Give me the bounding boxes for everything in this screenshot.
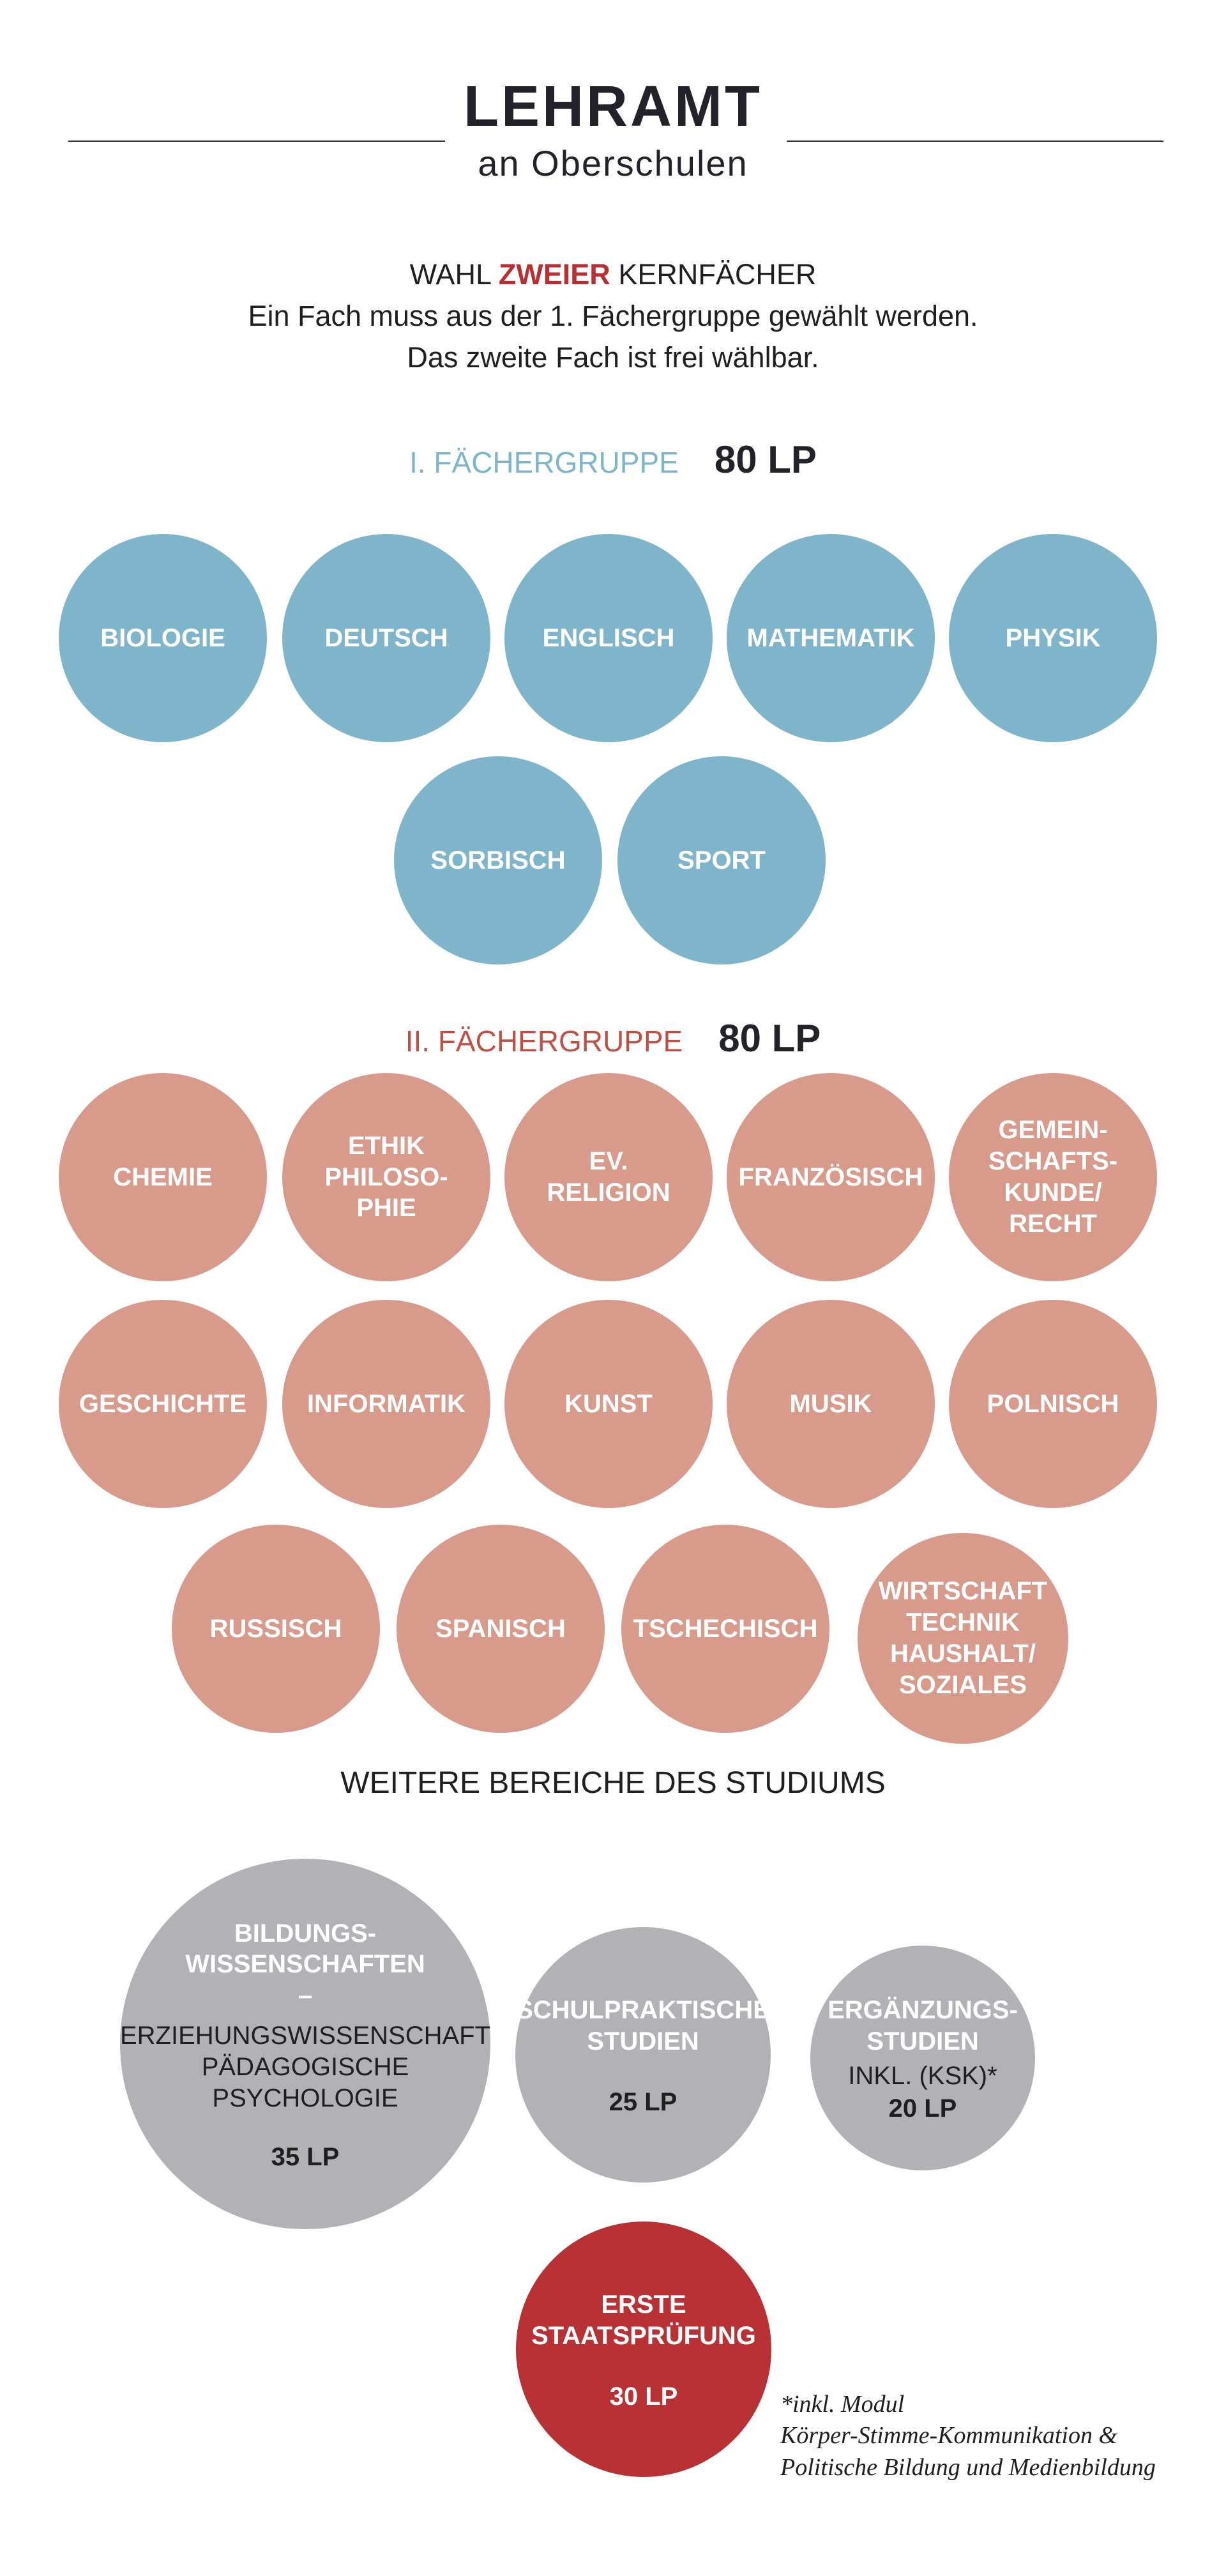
subject-gemeinschaftskunde-recht: GEMEIN- SCHAFTS- KUNDE/ RECHT — [949, 1073, 1157, 1281]
subject-tschechisch: TSCHECHISCH — [621, 1525, 829, 1733]
intro-line-1-pre: WAHL — [409, 258, 499, 291]
subject-ev-religion: EV. RELIGION — [504, 1073, 713, 1281]
subject-spanisch: SPANISCH — [397, 1525, 605, 1733]
subject-label: ETHIK PHILOSO- PHIE — [324, 1131, 448, 1223]
subject-sorbisch: SORBISCH — [394, 756, 602, 964]
area-schulpraxis-head: SCHULPRAKTISCHE STUDIEN — [516, 1996, 770, 2055]
subject-label: DEUTSCH — [324, 623, 448, 652]
group1-lp: 80 LP — [714, 438, 817, 481]
group1-label: I. FÄCHERGRUPPE — [409, 446, 679, 479]
area-staatspruefung-content: ERSTE STAATSPRÜFUNG 30 LP — [531, 2289, 756, 2409]
area-ergaenzungsstudien: ERGÄNZUNGS- STUDIEN INKL. (KSK)* 20 LP — [810, 1946, 1035, 2170]
subject-wirtschaft-technik-haushalt-soziales: WIRTSCHAFT TECHNIK HAUSHALT/ SOZIALES — [858, 1533, 1068, 1744]
area-ergaenzung-body: INKL. (KSK)* — [848, 2062, 997, 2091]
group2-lp: 80 LP — [718, 1017, 821, 1060]
subject-chemie: CHEMIE — [59, 1073, 267, 1281]
subject-biologie: BIOLOGIE — [59, 534, 267, 742]
subject-label: GEMEIN- SCHAFTS- KUNDE/ RECHT — [988, 1116, 1118, 1238]
area-staatspruefung-lp: 30 LP — [609, 2382, 678, 2411]
page-title: LEHRAMT — [464, 75, 762, 139]
subject-label: FRANZÖSISCH — [738, 1162, 923, 1191]
area-schulpraktische-studien: SCHULPRAKTISCHE STUDIEN 25 LP — [515, 1927, 771, 2183]
area-bildung-body: ERZIEHUNGSWISSENSCHAFT PÄDAGOGISCHE PSYC… — [119, 2022, 491, 2112]
subject-physik: PHYSIK — [949, 534, 1157, 742]
header-rule-left — [68, 141, 445, 142]
area-schulpraktische-content: SCHULPRAKTISCHE STUDIEN 25 LP — [516, 1995, 770, 2115]
subject-label: SORBISCH — [430, 846, 566, 874]
subject-label: MUSIK — [789, 1389, 872, 1418]
area-ergaenzung-head: ERGÄNZUNGS- STUDIEN — [828, 1995, 1018, 2055]
intro-line-1-post: KERNFÄCHER — [610, 258, 817, 291]
subject-kunst: KUNST — [504, 1300, 713, 1508]
subject-label: KUNST — [564, 1389, 653, 1418]
page-subtitle: an Oberschulen — [478, 143, 748, 183]
intro-line-3: Das zweite Fach ist frei wählbar. — [407, 341, 819, 374]
area-bildungswissenschaften-content: BILDUNGS- WISSENSCHAFTEN – ERZIEHUNGSWIS… — [120, 1918, 490, 2170]
group2-label: II. FÄCHERGRUPPE — [405, 1025, 683, 1058]
subject-label: RUSSISCH — [209, 1614, 342, 1643]
subject-label: ENGLISCH — [542, 623, 675, 652]
area-erste-staatspruefung: ERSTE STAATSPRÜFUNG 30 LP — [516, 2222, 771, 2477]
subject-label: SPORT — [677, 846, 766, 874]
subject-label: MATHEMATIK — [746, 623, 915, 652]
further-section-title: WEITERE BEREICHE DES STUDIUMS — [340, 1766, 886, 1800]
intro-highlight: ZWEIER — [498, 258, 610, 291]
subject-label: EV. RELIGION — [547, 1147, 670, 1207]
area-ergaenzung-content: ERGÄNZUNGS- STUDIEN INKL. (KSK)* 20 LP — [828, 1995, 1018, 2121]
subject-label: GESCHICHTE — [79, 1389, 247, 1418]
area-bildungswissenschaften: BILDUNGS- WISSENSCHAFTEN – ERZIEHUNGSWIS… — [120, 1859, 490, 2229]
group1-header: I. FÄCHERGRUPPE 80 LP — [0, 441, 1226, 479]
subject-label: TSCHECHISCH — [633, 1614, 818, 1643]
area-bildung-lp: 35 LP — [271, 2143, 340, 2172]
subject-label: BIOLOGIE — [100, 623, 225, 652]
subject-ethik-philosophie: ETHIK PHILOSO- PHIE — [282, 1073, 490, 1281]
subject-informatik: INFORMATIK — [282, 1300, 490, 1508]
area-bildung-head: BILDUNGS- WISSENSCHAFTEN – — [185, 1919, 425, 2010]
subject-label: CHEMIE — [113, 1162, 213, 1191]
subject-englisch: ENGLISCH — [504, 534, 713, 742]
area-staatspruefung-head: ERSTE STAATSPRÜFUNG — [531, 2290, 756, 2350]
area-schulpraxis-lp: 25 LP — [609, 2087, 677, 2116]
subject-label: WIRTSCHAFT TECHNIK HAUSHALT/ SOZIALES — [878, 1577, 1048, 1699]
footnote: *inkl. Modul Körper-Stimme-Kommunikation… — [780, 2391, 1156, 2481]
subject-label: SPANISCH — [435, 1614, 566, 1643]
subject-musik: MUSIK — [727, 1300, 935, 1508]
subject-label: PHYSIK — [1005, 623, 1101, 652]
subject-label: POLNISCH — [987, 1389, 1119, 1418]
header-rule-right — [787, 141, 1163, 142]
area-ergaenzung-lp: 20 LP — [888, 2094, 957, 2123]
group2-header: II. FÄCHERGRUPPE 80 LP — [0, 1019, 1226, 1058]
intro-line-1: WAHL ZWEIER KERNFÄCHER — [0, 260, 1226, 289]
subject-mathematik: MATHEMATIK — [727, 534, 935, 742]
intro-line-2: Ein Fach muss aus der 1. Fächergruppe ge… — [248, 300, 978, 332]
subject-geschichte: GESCHICHTE — [59, 1300, 267, 1508]
subject-sport: SPORT — [617, 756, 826, 964]
subject-franzoesisch: FRANZÖSISCH — [727, 1073, 935, 1281]
subject-deutsch: DEUTSCH — [282, 534, 490, 742]
subject-label: INFORMATIK — [306, 1389, 466, 1418]
subject-russisch: RUSSISCH — [172, 1525, 380, 1733]
subject-polnisch: POLNISCH — [949, 1300, 1157, 1508]
